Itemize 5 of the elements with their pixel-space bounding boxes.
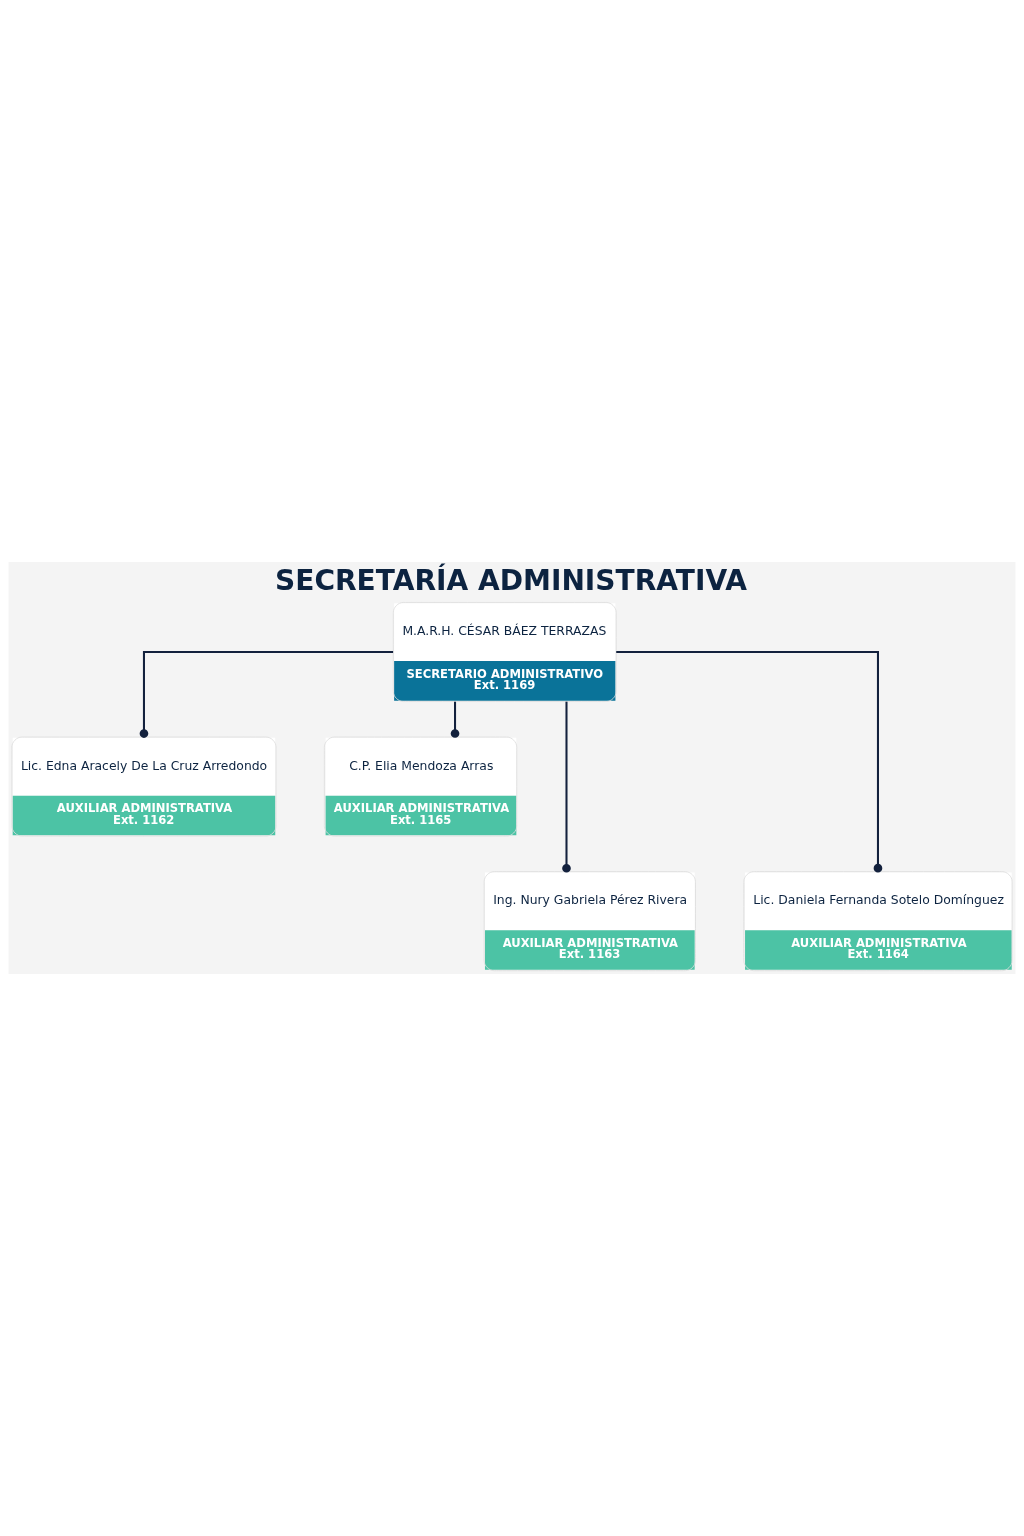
- diagram-title: SECRETARÍA ADMINISTRATIVA: [275, 564, 747, 598]
- connector: [139, 650, 394, 738]
- connector: [616, 650, 883, 873]
- connector: [562, 701, 571, 873]
- connector: [450, 701, 460, 738]
